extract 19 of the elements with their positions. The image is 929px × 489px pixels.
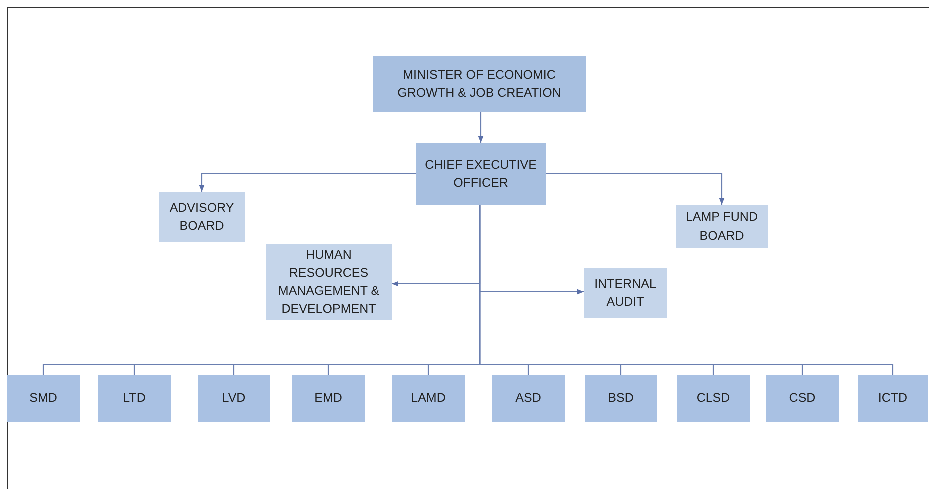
arrow <box>199 173 416 192</box>
org-box: CSD <box>766 375 839 422</box>
arrow <box>546 173 725 205</box>
org-box: SMD <box>7 375 80 422</box>
arrow <box>478 112 484 143</box>
org-box: INTERNAL AUDIT <box>584 268 667 318</box>
org-box: ICTD <box>858 375 928 422</box>
org-box: EMD <box>292 375 365 422</box>
org-box: MINISTER OF ECONOMIC GROWTH & JOB CREATION <box>373 56 586 112</box>
org-box: LTD <box>98 375 171 422</box>
org-box: LAMP FUND BOARD <box>676 205 768 248</box>
org-box: LAMD <box>392 375 465 422</box>
org-box: CHIEF EXECUTIVE OFFICER <box>416 143 546 205</box>
org-box: BSD <box>585 375 657 422</box>
org-box: CLSD <box>677 375 750 422</box>
org-box: ASD <box>492 375 565 422</box>
org-box: HUMAN RESOURCES MANAGEMENT & DEVELOPMENT <box>266 244 392 320</box>
org-box: LVD <box>198 375 270 422</box>
org-box: ADVISORY BOARD <box>159 192 245 242</box>
